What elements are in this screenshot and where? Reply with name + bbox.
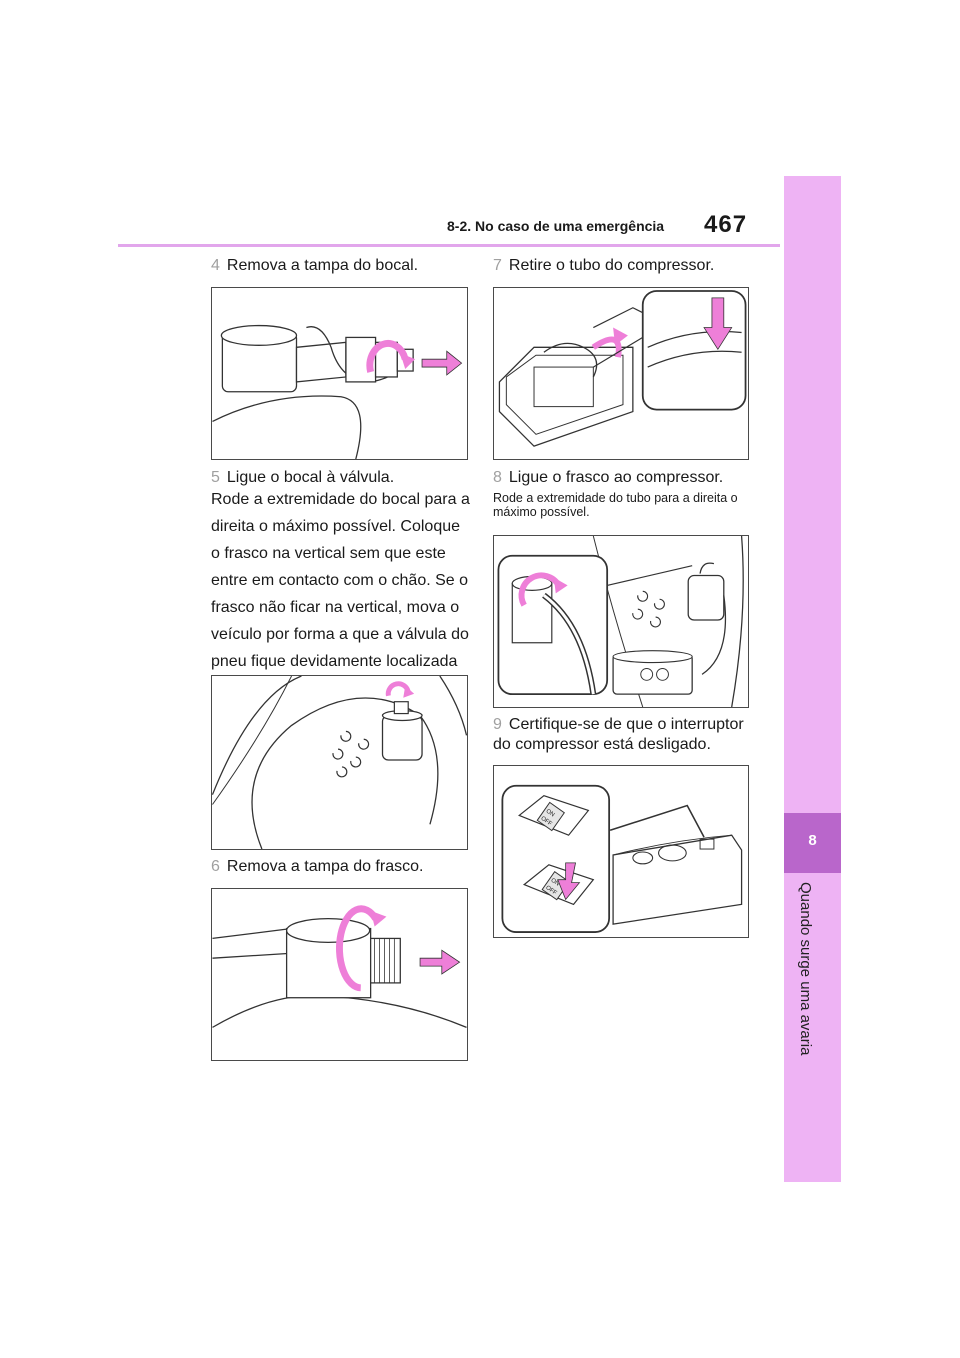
step-number: 9	[493, 716, 502, 733]
chapter-side-tab	[784, 176, 841, 1182]
step-4: 4 Remova a tampa do bocal.	[211, 256, 418, 276]
step-number: 7	[493, 257, 502, 274]
step-5: 5 Ligue o bocal à válvula.	[211, 468, 394, 488]
chapter-number: 8	[808, 832, 817, 849]
figure-bottle-on-valve	[211, 675, 468, 850]
bottle-cap-illustration	[212, 905, 467, 1028]
figure-connect-bottle-compressor	[493, 535, 749, 708]
switch-off-label: OFF	[539, 816, 552, 828]
step-7: 7 Retire o tubo do compressor.	[493, 256, 714, 276]
step-text: Remova a tampa do frasco.	[226, 858, 424, 875]
header-divider	[118, 244, 780, 247]
step-text: Certifique-se de que o interruptor do co…	[493, 716, 744, 753]
compressor-hose-illustration	[498, 290, 747, 447]
nozzle-cap-illustration	[212, 324, 463, 459]
step-text: Ligue o frasco ao compressor.	[508, 469, 724, 486]
step-text: Retire o tubo do compressor.	[508, 257, 715, 274]
step-number: 5	[211, 469, 220, 486]
switch-on-label-2: ON	[549, 878, 560, 888]
step-number: 6	[211, 858, 220, 875]
bottle-compressor-illustration	[497, 536, 744, 707]
figure-remove-nozzle-cap	[211, 287, 468, 460]
step-5-description: Rode a extremidade do bocal para a direi…	[211, 491, 470, 670]
step-8-description: Rode a extremidade do tubo para a direit…	[493, 491, 738, 519]
step-text: Remova a tampa do bocal.	[226, 257, 419, 274]
chapter-number-box	[784, 813, 841, 873]
chapter-title: Quando surge uma avaria	[797, 882, 814, 1056]
step-number: 8	[493, 469, 502, 486]
figure-remove-bottle-cap	[211, 888, 468, 1061]
switch-off-label-2: OFF	[544, 885, 557, 897]
page-number: 467	[704, 211, 748, 238]
step-text: Ligue o bocal à válvula.	[226, 469, 395, 486]
section-title: 8-2. No caso de uma emergência	[447, 218, 665, 234]
figure-remove-compressor-hose	[493, 287, 749, 460]
wheel-bottle-illustration	[212, 676, 467, 849]
step-6: 6 Remova a tampa do frasco.	[211, 857, 423, 877]
compressor-switch-illustration: ON OFF ON OFF	[501, 784, 743, 933]
figure-switch-off: ON OFF ON OFF	[493, 765, 749, 938]
step-8: 8 Ligue o frasco ao compressor.	[493, 468, 723, 488]
step-number: 4	[211, 257, 220, 274]
switch-on-label: ON	[545, 808, 556, 818]
